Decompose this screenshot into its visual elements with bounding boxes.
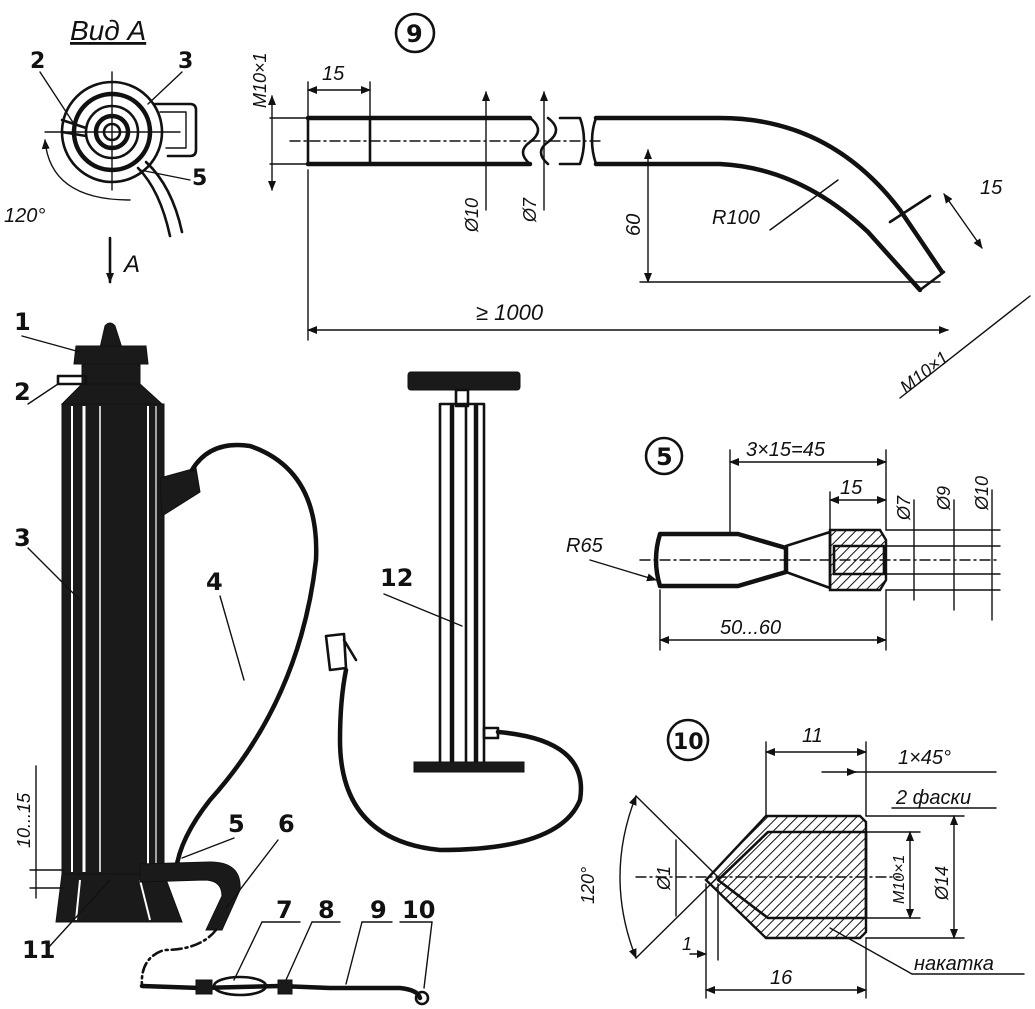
- side-valve: [56, 374, 88, 386]
- detail-9-number: 9: [406, 20, 423, 48]
- pump-hose: [337, 667, 584, 853]
- detail-10-chamfer-note: 2 фаски: [895, 787, 971, 809]
- view-a-hose: [136, 166, 172, 238]
- height-dim: 10...15: [14, 792, 34, 848]
- wand-coupling: [195, 979, 213, 995]
- view-a: Вид А 120° 2 3 5 А: [4, 15, 207, 284]
- detail-5-span: 3×15=45: [746, 439, 826, 461]
- callout-11: 11: [22, 936, 55, 964]
- main-callouts: 1 2 3 4 5 6 7 8 9 10 11: [14, 308, 435, 989]
- detail-9-thread-right: М10×1: [896, 347, 952, 397]
- detail-9-badge: [394, 12, 436, 54]
- callout-12: 12: [380, 564, 413, 592]
- cap-nozzle: [99, 322, 123, 349]
- detail-5-len: 15: [840, 477, 863, 499]
- detail-10-tip: 1: [682, 934, 692, 954]
- detail-5-number: 5: [656, 443, 673, 471]
- detail-10-angle: 120°: [578, 867, 598, 904]
- base-skirt: [55, 873, 183, 923]
- detail-10-d1: Ø1: [654, 866, 674, 891]
- callout-10: 10: [402, 896, 435, 924]
- outlet-hose: [140, 928, 218, 988]
- pump-rod: [454, 388, 470, 408]
- detail-9-dia-inner: Ø7: [520, 197, 540, 223]
- outlet-pipe: [139, 861, 241, 931]
- detail-5-radius: R65: [566, 535, 604, 557]
- view-a-handle: [153, 102, 198, 158]
- callout-6: 6: [278, 810, 295, 838]
- detail-9-total: ≥ 1000: [476, 300, 544, 325]
- callout-5-view: 5: [192, 166, 207, 191]
- callout-4: 4: [206, 568, 223, 596]
- detail-9-dia-outer: Ø10: [462, 198, 482, 233]
- wand-coupling-2: [277, 979, 293, 995]
- detail-5: 5 3×15=45 15 Ø7 Ø9 Ø10 R65 50...60: [566, 436, 1001, 651]
- pump-handle: [407, 371, 521, 391]
- hose-4: [173, 442, 319, 873]
- neck: [81, 363, 141, 385]
- detail-10-badge: [666, 718, 710, 762]
- view-a-angle: 120°: [4, 205, 45, 227]
- callout-2: 2: [14, 378, 31, 406]
- shoulder: [60, 383, 164, 405]
- detail-9-radius: R100: [712, 207, 760, 229]
- detail-9-bend-outer: [593, 115, 945, 275]
- detail-5-badge: [644, 436, 684, 476]
- detail-5-d7: Ø7: [894, 495, 914, 521]
- detail-10: 10 11 1×45° 2 фаски 120° Ø1 М10×1 Ø14 1 …: [578, 718, 1025, 999]
- detail-5-nut: [828, 528, 888, 592]
- detail-5-d10: Ø10: [972, 476, 992, 511]
- detail-9-bend-inner: [593, 161, 923, 293]
- callout-2-view: 2: [30, 49, 45, 74]
- callout-9: 9: [370, 896, 387, 924]
- callout-1: 1: [14, 308, 31, 336]
- detail-9-len-left: 15: [322, 63, 345, 85]
- hand-pump: 12: [324, 371, 584, 853]
- wand-nozzle: [414, 990, 430, 1006]
- strap-clip: [159, 467, 201, 517]
- detail-9-height: 60: [623, 214, 645, 236]
- callout-8: 8: [318, 896, 335, 924]
- detail-9-len-right: 15: [980, 177, 1003, 199]
- detail-10-angle-arc: [619, 795, 637, 959]
- detail-10-d14: Ø14: [932, 866, 952, 901]
- callout-5: 5: [228, 810, 245, 838]
- view-a-angle-arc: [41, 139, 131, 201]
- view-a-handle-inner: [159, 111, 187, 149]
- detail-10-chamfer: 1×45°: [898, 747, 951, 769]
- cap-nut: [73, 345, 149, 365]
- pump-foot: [413, 761, 525, 773]
- detail-9-break: [521, 116, 586, 166]
- detail-5-total: 50...60: [720, 617, 781, 639]
- view-a-title: Вид А: [70, 15, 146, 46]
- detail-5-d9: Ø9: [934, 486, 954, 511]
- detail-10-knurl: накатка: [914, 953, 994, 975]
- callout-3: 3: [14, 524, 31, 552]
- view-a-arrow-label: А: [122, 251, 140, 278]
- callout-7: 7: [276, 896, 293, 924]
- callout-3-view: 3: [178, 49, 193, 74]
- detail-10-len: 11: [802, 725, 823, 747]
- pump-outlet: [482, 726, 500, 740]
- detail-9-thread-left: М10×1: [250, 52, 270, 108]
- wand-valve: [212, 975, 268, 997]
- spray-wand: [139, 983, 423, 1001]
- detail-10-total: 16: [770, 967, 793, 989]
- sprayer-assembly: 10...15: [14, 322, 430, 1006]
- detail-10-number: 10: [673, 730, 704, 755]
- detail-9: 9 М10×1 15 Ø10 Ø7 60 R100 15: [250, 12, 1031, 399]
- pump-chuck: [324, 632, 358, 672]
- detail-10-thread: М10×1: [891, 855, 908, 904]
